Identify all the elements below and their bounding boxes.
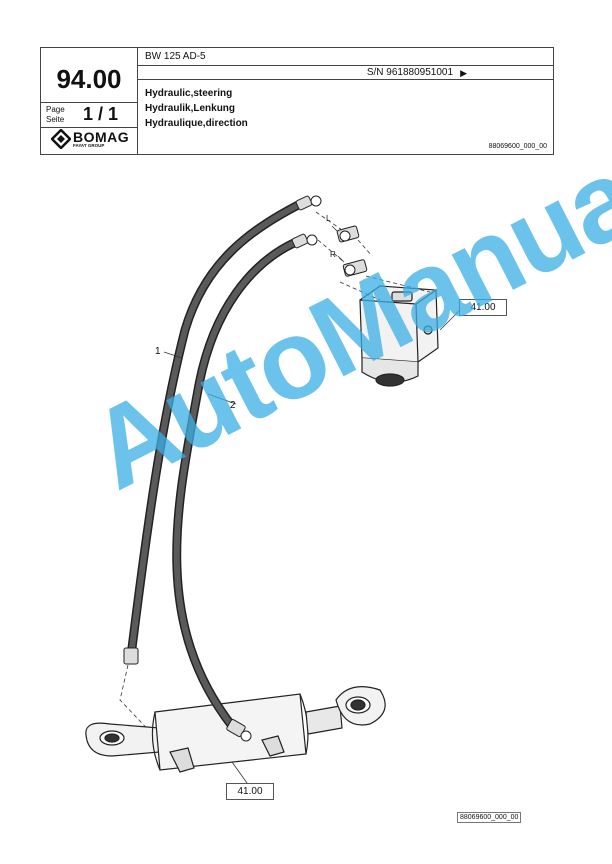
hose-1 (127, 200, 303, 649)
fitting-r (342, 259, 368, 277)
fitting-l (336, 225, 360, 243)
section-number: 94.00 (56, 64, 122, 94)
port-label-l: L (326, 214, 331, 223)
port-label-r: R (330, 250, 336, 259)
page-row: Page Seite 1 / 1 (41, 102, 137, 128)
page-label-en: Page (46, 105, 65, 114)
page-label-de: Seite (46, 115, 65, 124)
bomag-diamond-icon (50, 128, 72, 150)
logo-subtitle: FAYAT GROUP (73, 143, 105, 148)
titles: Hydraulic,steering Hydraulik,Lenkung Hyd… (145, 86, 248, 131)
page-number: 1 / 1 (83, 104, 119, 124)
ref-box-bottom: 41.00 (226, 783, 274, 800)
serial-number: S/N 961880951001 (366, 67, 453, 78)
title-french: Hydraulique,direction (145, 118, 248, 129)
header-drawing-code: 88069600_000_00 (488, 143, 547, 150)
title-block: 94.00 Page Seite 1 / 1 BOMAG FAYAT GROUP… (40, 47, 554, 155)
bomag-logo: BOMAG FAYAT GROUP (50, 128, 131, 151)
section-block: 94.00 Page Seite 1 / 1 BOMAG FAYAT GROUP (41, 48, 138, 154)
page-labels: Page Seite (46, 105, 65, 125)
title-english: Hydraulic,steering (145, 88, 233, 99)
hose-2 (172, 237, 298, 729)
logo-name: BOMAG (73, 129, 130, 145)
hose-fittings (123, 195, 322, 742)
callout-hose-2: 2 (230, 400, 236, 411)
ref-box-top: 41.00 (459, 299, 507, 316)
title-german: Hydraulik,Lenkung (145, 103, 236, 114)
callout-hose-1: 1 (155, 346, 161, 357)
steering-valve (359, 285, 439, 387)
serial-arrow-icon: ▶ (460, 68, 467, 78)
model-name: BW 125 AD-5 (145, 51, 206, 62)
footer-drawing-code: 88069600_000_00 (457, 812, 522, 823)
serial-row: S/N 961880951001 ▶ (137, 65, 553, 80)
